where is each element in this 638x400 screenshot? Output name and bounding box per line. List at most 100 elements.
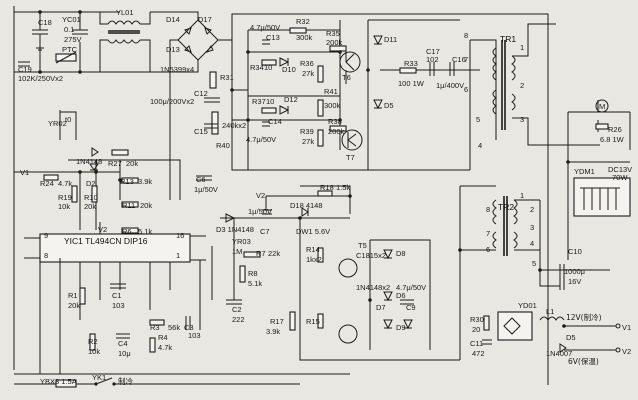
label-ic-tl494: YIC1 TL494CN DIP16 [64, 236, 148, 246]
resistor-r32 [289, 27, 307, 34]
tr2-pin-3: 3 [530, 223, 534, 232]
fuse-switch-section [14, 377, 300, 388]
resistor-r8 [239, 265, 246, 283]
label-cooling: 制冷 [118, 376, 133, 386]
resistor-r37 [261, 107, 277, 114]
label-yr02: YR02 [48, 119, 67, 128]
label-r38-value: 200k [328, 127, 345, 136]
label-r13: R13 [120, 177, 134, 186]
label-c10-value: 1000μ [564, 267, 585, 276]
label-c15: C15 [194, 127, 208, 136]
label-r26-value: 6.8 1W [600, 135, 625, 144]
terminal-v2 [615, 347, 621, 353]
label-r4-value: 4.7k [158, 343, 172, 352]
label-r30-value: 20 [472, 325, 480, 334]
label-r4: R4 [158, 333, 168, 342]
label-l1: L1 [546, 307, 554, 316]
label-v1: V1 [20, 168, 29, 177]
tr2-pin-7: 7 [486, 229, 490, 238]
label-d5: D5 [384, 101, 394, 110]
label-r7: R7 [256, 249, 266, 258]
label-c16-value: 1μ/400V [436, 81, 464, 90]
label-t6: T6 [342, 73, 351, 82]
label-ptc: PTC [62, 45, 78, 54]
label-1n5399: 1N5399x4 [160, 65, 194, 74]
resistor-r6 [121, 227, 139, 234]
label-c13: C13 [266, 33, 280, 42]
resistor-r14 [317, 247, 324, 263]
label-d17: D17 [198, 15, 212, 24]
resistor-r13 [121, 177, 139, 184]
label-r26: R26 [608, 125, 622, 134]
label-r2-value: 10k [88, 347, 100, 356]
tr1-pin-3: 3 [520, 115, 524, 124]
label-yk1: YK1 [92, 373, 106, 382]
resistor-r4 [149, 337, 156, 353]
label-c17: C17 [426, 47, 440, 56]
label-r17-value: 3.9k [266, 327, 280, 336]
label-c3-value: 103 [188, 331, 201, 340]
label-t0: t0 [65, 115, 71, 124]
label-r33: R33 [404, 59, 418, 68]
resistor-r1 [79, 287, 86, 305]
tr2-pin-1: 1 [520, 191, 524, 200]
label-dc13v: DC13V [608, 165, 632, 174]
label-r6-value: 5.1k [138, 227, 152, 236]
label-v2-a: V2 [98, 225, 107, 234]
choke-yl01 [99, 12, 151, 72]
label-yd01: YD01 [518, 301, 537, 310]
resistor-r30 [483, 315, 490, 331]
label-r19: R19 [58, 193, 72, 202]
label-c9-value: 4.7μ/50V [396, 283, 426, 292]
label-c1-value: 103 [112, 301, 125, 310]
label-t7: T7 [346, 153, 355, 162]
label-r35-value: 200k [326, 38, 343, 47]
resistor-r17 [289, 311, 296, 331]
resistor-r27 [111, 149, 129, 156]
label-t5: T5 [358, 241, 367, 250]
resistor-r24 [43, 174, 59, 181]
label-c19-value: 102K/250Vx2 [18, 74, 63, 83]
label-yc01: YC01 [62, 15, 81, 24]
resistor-r41 [317, 99, 324, 117]
label-c16: C16 [452, 55, 466, 64]
label-r1: R1 [68, 291, 78, 300]
label-c18: C18 [38, 18, 52, 27]
resistor-r31 [209, 71, 217, 89]
label-ydm1: YDM1 [574, 167, 595, 176]
label-r24: R24 [40, 179, 54, 188]
label-r10: R10 [84, 193, 98, 202]
label-c4: C4 [118, 339, 128, 348]
label-r3-value: 56k [168, 323, 180, 332]
label-r40-value: 240kx2 [222, 121, 246, 130]
label-r32-value: 300k [296, 33, 313, 42]
label-tr2: TR2 [498, 202, 514, 212]
ic-pin-16: 16 [176, 231, 184, 240]
label-c19: C19 [18, 65, 32, 74]
bridge-yd01 [497, 311, 533, 341]
label-1n4007: 1N4007 [546, 349, 572, 358]
ic-pin-8: 8 [44, 251, 48, 260]
transformer-tr2 [459, 185, 621, 360]
label-r2: R2 [88, 337, 98, 346]
label-d14: D14 [166, 15, 180, 24]
resistor-r33 [399, 67, 417, 74]
label-c12-value: 100μ/200Vx2 [150, 97, 194, 106]
label-v2-out: V2 [622, 347, 631, 356]
label-r8: R8 [248, 269, 258, 278]
label-r11-value: 20k [140, 201, 152, 210]
label-r14-value: 1kx2 [306, 255, 322, 264]
label-c2: C2 [232, 305, 242, 314]
label-motor: M [599, 102, 605, 111]
label-r39: R39 [300, 127, 314, 136]
junction-dots [38, 10, 570, 328]
label-c14: C14 [268, 117, 282, 126]
label-c12: C12 [194, 89, 208, 98]
label-1n4148x2: 1N4148x2 [356, 283, 390, 292]
label-tr1: TR1 [500, 34, 516, 44]
label-r3: R3 [150, 323, 160, 332]
resistor-r38 [329, 125, 347, 132]
driver-section [211, 185, 460, 361]
resistor-r15 [317, 313, 324, 329]
tr2-pin-2: 2 [530, 205, 534, 214]
